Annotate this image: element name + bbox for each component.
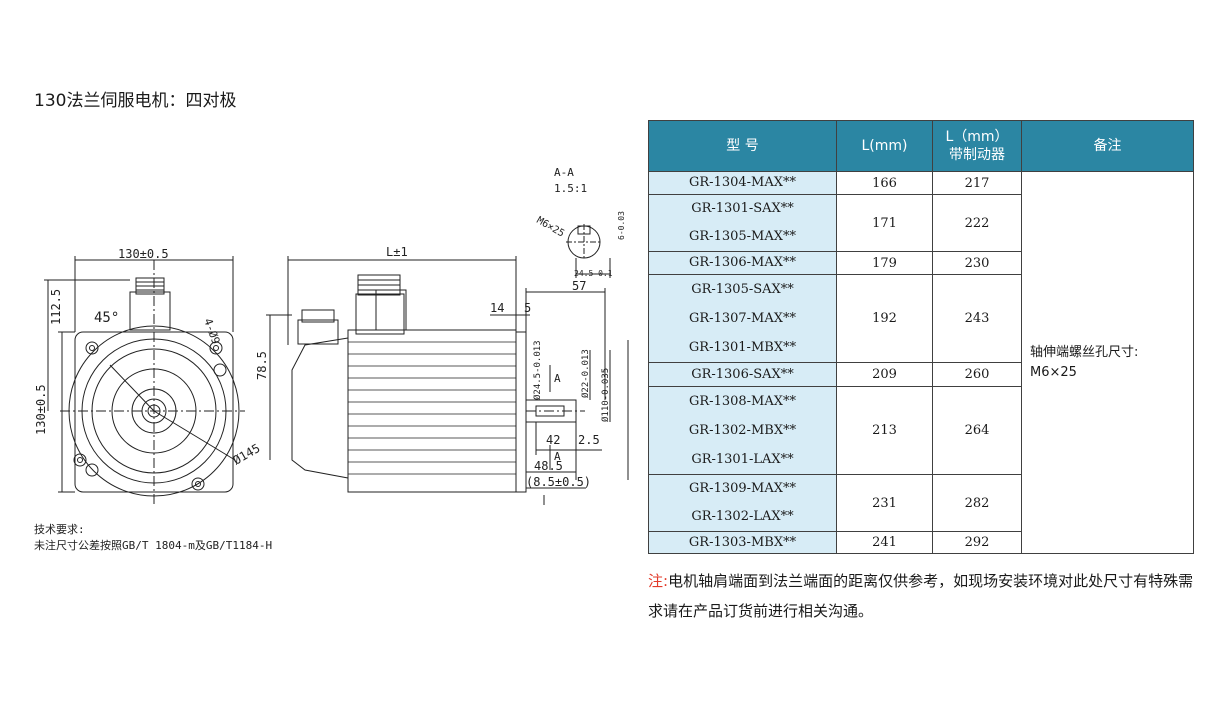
model-cell: GR-1309-MAX** GR-1302-LAX** (648, 474, 837, 532)
dim-length: L±1 (386, 245, 408, 259)
model-name: GR-1307-MAX** (689, 311, 796, 326)
tech-req-line: 未注尺寸公差按照GB/T 1804-m及GB/T1184-H (34, 539, 273, 552)
model-cell: GR-1308-MAX** GR-1302-MBX** GR-1301-LAX*… (648, 386, 837, 475)
dim-112: 112.5 (49, 289, 63, 325)
table-row: GR-1305-SAX** GR-1307-MAX** GR-1301-MBX*… (648, 274, 1194, 363)
table-row: GR-1301-SAX** GR-1305-MAX** 171 222 (648, 194, 1194, 252)
section-scale: 1.5:1 (554, 182, 587, 195)
length-brake-cell: 230 (932, 251, 1022, 275)
dim-spigot: Ø110-0.035 (600, 368, 611, 422)
dim-5: 5 (524, 301, 531, 315)
header-length: L(mm) (836, 120, 933, 172)
dim-hole: 4-Ø9 (201, 317, 222, 346)
technical-requirements: 技术要求: 未注尺寸公差按照GB/T 1804-m及GB/T1184-H (34, 522, 272, 554)
dim-shaft: Ø24.5-0.013 (532, 340, 543, 400)
length-cell: 192 (836, 274, 933, 363)
table-row: GR-1303-MBX** 241 292 (648, 531, 1194, 554)
model-cell: GR-1306-MAX** (648, 251, 837, 275)
section-depth: 24.5-0.1 (574, 269, 613, 278)
note-text: 电机轴肩端面到法兰端面的距离仅供参考，如现场安装环境对此处尺寸有特殊需求请在产品… (648, 572, 1194, 620)
section-thread: M6×25 (535, 215, 567, 240)
length-brake-cell: 264 (932, 386, 1022, 475)
model-name: GR-1301-SAX** (691, 201, 794, 216)
length-cell: 231 (836, 474, 933, 532)
model-cell: GR-1303-MBX** (648, 531, 837, 554)
dim-48-5: 48.5 (534, 459, 563, 473)
section-marker-top: A (554, 372, 561, 385)
model-cell: GR-1304-MAX** (648, 171, 837, 195)
mount-hole-tr (209, 341, 223, 355)
remark-line2: M6×25 (1030, 364, 1077, 380)
length-brake-cell: 243 (932, 274, 1022, 363)
length-brake-cell: 222 (932, 194, 1022, 252)
length-brake-cell: 282 (932, 474, 1022, 532)
header-model: 型 号 (648, 120, 837, 172)
model-name: GR-1308-MAX** (689, 394, 796, 409)
model-name: GR-1309-MAX** (689, 481, 796, 496)
mount-hole-br (191, 477, 205, 491)
tech-req-heading: 技术要求: (34, 523, 85, 536)
dim-42: 42 (546, 433, 560, 447)
model-name: GR-1303-MBX** (688, 535, 797, 550)
length-brake-cell: 292 (932, 531, 1022, 554)
dim-pcd: Ø145 (231, 441, 263, 468)
note: 注:电机轴肩端面到法兰端面的距离仅供参考，如现场安装环境对此处尺寸有特殊需求请在… (648, 566, 1208, 626)
remark-cell: 轴伸端螺丝孔尺寸: M6×25 (1021, 171, 1194, 554)
model-name: GR-1306-SAX** (691, 367, 794, 382)
model-name: GR-1301-MBX** (688, 340, 797, 355)
note-label: 注: (648, 572, 669, 590)
header-remark: 备注 (1021, 120, 1194, 172)
dim-flange-width: 130±0.5 (118, 247, 169, 261)
length-cell: 213 (836, 386, 933, 475)
table-row: GR-1309-MAX** GR-1302-LAX** 231 282 (648, 474, 1194, 532)
length-brake-cell: 260 (932, 362, 1022, 387)
model-name: GR-1306-MAX** (689, 255, 796, 270)
section-name: A-A (554, 166, 574, 179)
length-brake-cell: 217 (932, 171, 1022, 195)
model-cell: GR-1301-SAX** GR-1305-MAX** (648, 194, 837, 252)
model-name: GR-1304-MAX** (689, 175, 796, 190)
remark-line1: 轴伸端螺丝孔尺寸: (1030, 344, 1139, 360)
table-row: GR-1306-SAX** 209 260 (648, 362, 1194, 387)
mount-hole-tl (85, 341, 99, 355)
motor-technical-drawing: 130±0.5 130±0.5 112.5 45° 4-Ø9 Ø145 L±1 … (34, 166, 629, 505)
dim-flange-height: 130±0.5 (34, 384, 48, 435)
page-title: 130法兰伺服电机：四对极 (34, 91, 237, 111)
model-name: GR-1305-SAX** (691, 282, 794, 297)
length-cell: 171 (836, 194, 933, 252)
header-brake-line2: 带制动器 (949, 147, 1005, 163)
length-cell: 241 (836, 531, 933, 554)
model-name: GR-1302-LAX** (691, 509, 794, 524)
model-cell: GR-1306-SAX** (648, 362, 837, 387)
mount-hole-bl (73, 453, 87, 467)
table-row: GR-1304-MAX** 166 217 轴伸端螺丝孔尺寸: M6×25 (648, 171, 1194, 554)
dim-pilot: Ø22-0.013 (580, 349, 591, 398)
model-name: GR-1302-MBX** (688, 423, 797, 438)
dim-8-5: (8.5±0.5) (526, 475, 591, 489)
length-cell: 166 (836, 171, 933, 195)
model-cell: GR-1305-SAX** GR-1307-MAX** GR-1301-MBX*… (648, 274, 837, 363)
length-cell: 179 (836, 251, 933, 275)
header-length-brake: L（mm） 带制动器 (932, 120, 1022, 172)
section-key: 6-0.03 (617, 211, 626, 240)
header-brake-line1: L（mm） (945, 129, 1009, 145)
dim-14: 14 (490, 301, 504, 315)
dim-2-5: 2.5 (578, 433, 600, 447)
model-name: GR-1301-LAX** (691, 452, 794, 467)
section-marker-bottom: A (554, 450, 561, 463)
spec-table: 型 号 L(mm) L（mm） 带制动器 备注 GR-1304-MAX** 16… (648, 120, 1194, 554)
model-name: GR-1305-MAX** (689, 229, 796, 244)
dim-angle: 45° (94, 310, 119, 326)
length-cell: 209 (836, 362, 933, 387)
dim-57: 57 (572, 279, 586, 293)
dim-78: 78.5 (255, 351, 269, 380)
